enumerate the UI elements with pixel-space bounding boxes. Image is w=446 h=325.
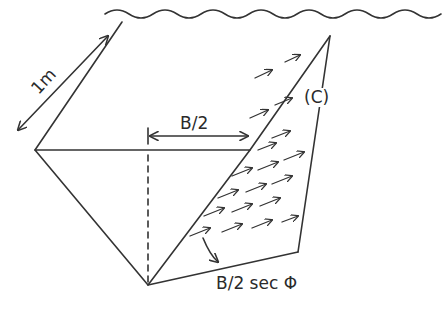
tick	[147, 128, 149, 144]
centre-line	[147, 155, 149, 282]
back-right-edge	[298, 36, 330, 252]
leader-line	[203, 238, 218, 262]
dimension-label: B/2	[178, 114, 210, 133]
dimension-line	[150, 135, 248, 137]
pressure-arrows	[190, 55, 304, 236]
dimension-label: B/2 sec Φ	[214, 274, 299, 293]
front-face	[35, 150, 250, 285]
dimension-line	[18, 36, 108, 130]
dimension-label: 1m	[26, 64, 61, 100]
face-label: (C)	[302, 88, 331, 107]
water-surface	[105, 10, 441, 18]
